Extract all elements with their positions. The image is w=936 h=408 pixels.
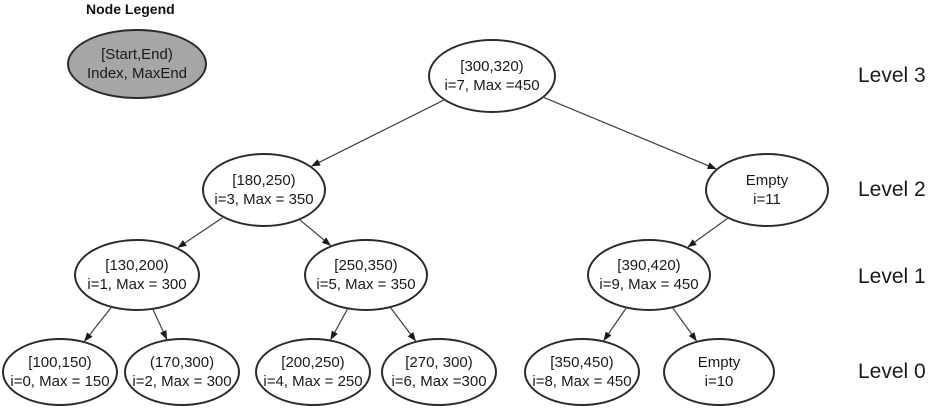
node-i3-line1: [180,250): [232, 172, 296, 189]
node-i11-line2: i=11: [753, 191, 781, 208]
legend-node: [Start,End) Index, MaxEnd: [67, 29, 207, 99]
edge-i9-i10: [672, 307, 697, 342]
edge-i9-i8: [603, 308, 627, 341]
tree-node-i6: [270, 300) i=6, Max =300: [381, 338, 497, 406]
tree-node-i10: Empty i=10: [663, 338, 775, 406]
node-i3-line2: i=3, Max = 350: [214, 191, 314, 208]
tree-node-i8: [350,450) i=8, Max = 450: [524, 338, 640, 406]
level-label-1: Level 1: [858, 265, 926, 288]
node-i0-line2: i=0, Max = 150: [10, 373, 110, 390]
edge-i5-i4: [330, 309, 348, 341]
node-i1-line2: i=1, Max = 300: [87, 276, 187, 293]
tree-node-i5: [250,350) i=5, Max = 350: [304, 239, 428, 311]
tree-node-i0: [100,150) i=0, Max = 150: [2, 338, 118, 406]
edge-i7-i3: [311, 99, 444, 167]
node-i11-line1: Empty: [745, 172, 789, 189]
edge-i1-i0: [84, 307, 112, 342]
tree-node-i9: [390,420) i=9, Max = 450: [587, 239, 711, 311]
edge-i3-i5: [299, 219, 331, 246]
level-label-3: Level 3: [858, 64, 926, 87]
node-i2-line1: (170,300): [149, 354, 215, 371]
node-i5-line1: [250,350): [334, 257, 398, 274]
node-i10-line2: i=10: [704, 373, 734, 390]
tree-node-i2: (170,300) i=2, Max = 300: [124, 338, 240, 406]
tree-node-i3: [180,250) i=3, Max = 350: [202, 153, 326, 227]
node-i6-line2: i=6, Max =300: [391, 373, 487, 390]
node-i2-line2: i=2, Max = 300: [132, 373, 232, 390]
legend-line1: [Start,End): [101, 46, 173, 63]
node-i4-line1: [200,250): [281, 354, 345, 371]
tree-node-i7: [300,320) i=7, Max =450: [428, 39, 556, 113]
node-i0-line1: [100,150): [28, 354, 92, 371]
node-i8-line1: [350,450): [550, 354, 614, 371]
edge-i5-i6: [390, 307, 417, 342]
node-i7-line1: [300,320): [460, 58, 524, 75]
legend-line2: Index, MaxEnd: [86, 65, 188, 82]
node-i9-line1: [390,420): [617, 257, 681, 274]
level-label-2: Level 2: [858, 178, 926, 201]
node-i8-line2: i=8, Max = 450: [532, 373, 632, 390]
node-i10-line1: Empty: [697, 354, 741, 371]
edge-i3-i1: [177, 217, 224, 249]
node-i6-line1: [270, 300): [405, 354, 473, 371]
level-label-0: Level 0: [858, 360, 926, 383]
tree-node-i11: Empty i=11: [705, 153, 829, 227]
legend-title: Node Legend: [86, 1, 175, 17]
tree-node-i1: [130,200) i=1, Max = 300: [74, 239, 200, 311]
node-i9-line2: i=9, Max = 450: [599, 276, 699, 293]
node-i1-line1: [130,200): [105, 257, 169, 274]
edge-i1-i2: [152, 309, 168, 340]
node-i7-line2: i=7, Max =450: [444, 77, 540, 94]
node-i5-line2: i=5, Max = 350: [316, 276, 416, 293]
node-i4-line2: i=4, Max = 250: [263, 373, 363, 390]
tree-node-i4: [200,250) i=4, Max = 250: [255, 338, 371, 406]
edge-i7-i11: [543, 97, 717, 170]
edge-i11-i9: [687, 218, 728, 248]
